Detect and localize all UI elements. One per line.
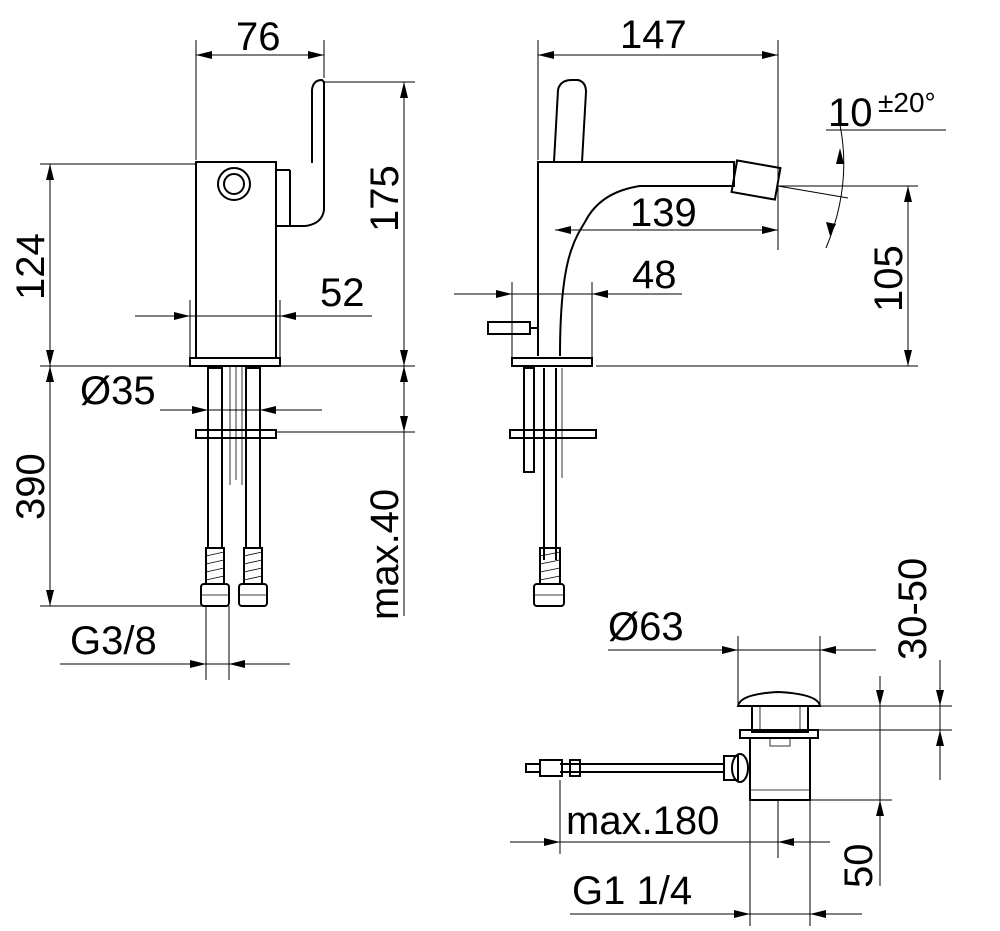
- front-dimensions: 76 124 175 52 Ø35 390: [9, 15, 415, 680]
- waste-assembly: [525, 690, 822, 801]
- dim-50: 50: [837, 844, 881, 889]
- dim-48: 48: [632, 253, 677, 297]
- dim-g3-8: G3/8: [70, 619, 157, 663]
- dim-30-50: 30-50: [891, 558, 935, 660]
- dim-76: 76: [236, 15, 281, 59]
- dim-angle-10: 10: [828, 91, 873, 135]
- dim-390: 390: [9, 453, 53, 520]
- front-view: [189, 78, 325, 607]
- dim-diameter-63: Ø63: [608, 605, 684, 649]
- dim-max-180: max.180: [566, 799, 719, 843]
- dim-139: 139: [630, 191, 697, 235]
- dim-g1-1-4: G1 1/4: [572, 869, 692, 913]
- dim-max-40: max.40: [363, 489, 407, 620]
- dim-175: 175: [363, 165, 407, 232]
- dim-105: 105: [867, 245, 911, 312]
- dim-52: 52: [320, 271, 365, 315]
- dim-angle-tolerance: ±20°: [878, 87, 936, 118]
- dim-147: 147: [620, 13, 687, 57]
- waste-dimensions: Ø63 30-50 50 max.180 G1 1/4: [510, 558, 952, 926]
- dim-diameter-35: Ø35: [80, 369, 156, 413]
- side-view: [487, 79, 782, 607]
- side-dimensions: 147 10 ±20° 139 105 48: [454, 13, 946, 367]
- dim-124: 124: [9, 233, 53, 300]
